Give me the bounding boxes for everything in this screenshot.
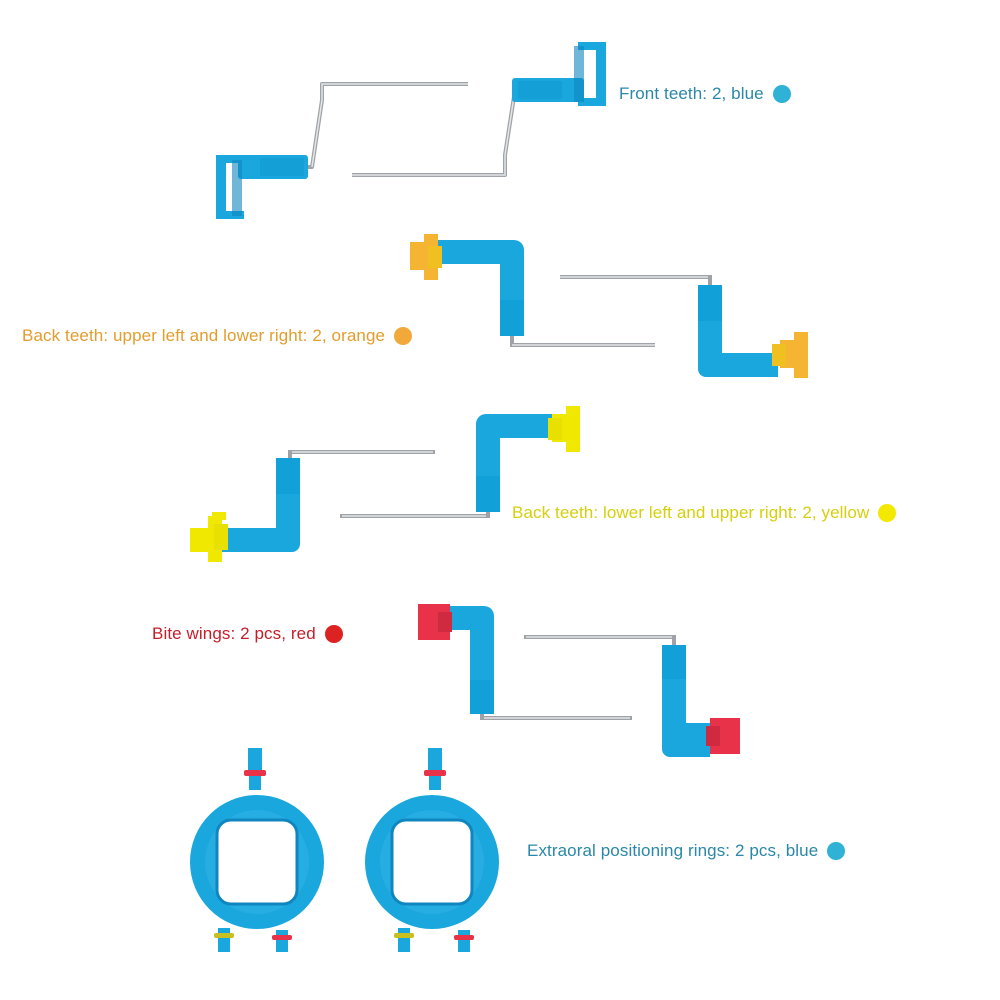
front-teeth-holder-left <box>216 82 468 219</box>
label-bite-wings-text: Bite wings: 2 pcs, red <box>152 624 316 643</box>
red-dot-icon <box>324 625 343 643</box>
bite-wing-holder-left <box>418 604 632 720</box>
orange-dot-icon <box>394 327 413 345</box>
label-back-teeth-orange-text: Back teeth: upper left and lower right: … <box>22 326 386 345</box>
label-front-teeth: Front teeth: 2, blue <box>619 84 791 104</box>
label-bite-wings: Bite wings: 2 pcs, red <box>152 624 343 644</box>
label-back-teeth-orange: Back teeth: upper left and lower right: … <box>22 326 413 346</box>
back-teeth-yellow-holder-left <box>190 450 435 562</box>
blue-dot-icon <box>827 842 846 860</box>
positioning-ring-right <box>365 748 499 952</box>
label-positioning-rings-text: Extraoral positioning rings: 2 pcs, blue <box>527 841 819 860</box>
label-back-teeth-yellow-text: Back teeth: lower left and upper right: … <box>512 503 870 522</box>
bite-wing-holder-right <box>524 635 740 757</box>
label-back-teeth-yellow: Back teeth: lower left and upper right: … <box>512 503 897 523</box>
label-front-teeth-text: Front teeth: 2, blue <box>619 84 764 103</box>
label-positioning-rings: Extraoral positioning rings: 2 pcs, blue <box>527 841 846 861</box>
yellow-dot-icon <box>878 504 897 522</box>
front-teeth-holder-right <box>352 42 606 177</box>
positioning-ring-left <box>190 748 324 952</box>
back-teeth-yellow-holder-right <box>340 406 580 518</box>
back-teeth-orange-holder-left <box>410 234 655 347</box>
blue-dot-icon <box>772 85 791 103</box>
back-teeth-orange-holder-right <box>560 275 808 378</box>
